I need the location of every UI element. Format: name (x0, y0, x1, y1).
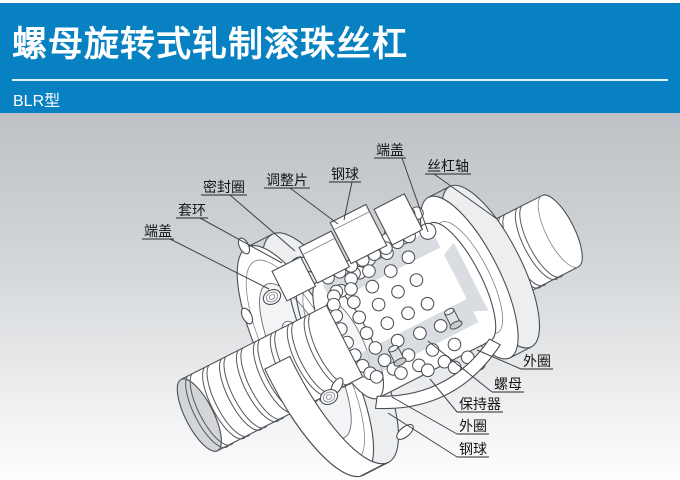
part-labels: 端盖 丝杠轴 钢球 调整片 密封圈 套环 (142, 142, 553, 458)
thread-line (308, 313, 353, 386)
thread-line (219, 358, 264, 431)
svg-text:端盖: 端盖 (376, 142, 404, 158)
steel-ball (344, 282, 358, 296)
steel-ball (413, 326, 427, 341)
end-cap-right-block (373, 193, 424, 246)
detail-features (237, 237, 463, 440)
thread-line (240, 347, 285, 420)
svg-text:钢球: 钢球 (459, 441, 487, 457)
part-label-waiquan-lower: 外圈 (457, 418, 489, 435)
part-label-gangqiu-top: 钢球 (329, 166, 361, 183)
leader-duangai-left (169, 238, 270, 290)
flange-bolt (319, 388, 339, 406)
steel-ball (359, 326, 374, 340)
leader-duangai-top (401, 157, 429, 233)
leader-gangqiu-top (343, 181, 353, 221)
part-label-gangqiu-bottom: 钢球 (457, 441, 489, 458)
svg-text:丝杠轴: 丝杠轴 (427, 158, 469, 174)
nut-lower-housing (374, 338, 502, 410)
part-label-taohuan: 套环 (176, 202, 208, 219)
part-label-mifengquan: 密封圈 (201, 179, 247, 196)
page-header: 螺母旋转式轧制滚珠丝杠 BLR型 (0, 0, 680, 113)
part-label-duangai-left: 端盖 (142, 223, 174, 240)
steel-ball (394, 366, 408, 380)
steel-ball (420, 363, 435, 378)
model-type-label: BLR型 (13, 93, 61, 110)
leader-taohuan (199, 217, 283, 264)
thread-line (223, 356, 268, 429)
steel-ball (368, 341, 383, 355)
leader-baochiqi (429, 378, 458, 413)
thread-line (185, 375, 230, 449)
thread-line (189, 373, 234, 446)
steel-ball (433, 319, 448, 333)
steel-ball (391, 284, 405, 299)
leader-gangqiu-bottom (387, 412, 458, 458)
steel-ball (352, 310, 367, 325)
adjustment-piece-block (298, 230, 351, 284)
leader-lines (169, 157, 522, 458)
svg-text:调整片: 调整片 (266, 172, 308, 188)
steel-ball (401, 250, 416, 265)
svg-text:外圈: 外圈 (459, 418, 487, 434)
page-title: 螺母旋转式轧制滚珠丝杠 (12, 25, 409, 64)
steel-ball (371, 297, 386, 312)
thread-line (236, 350, 281, 423)
thread-line (202, 367, 247, 440)
svg-text:密封圈: 密封圈 (203, 179, 245, 195)
leader-luomu (427, 340, 493, 393)
part-label-luomu: 螺母 (492, 376, 524, 393)
svg-text:螺母: 螺母 (494, 376, 522, 392)
thread-line (514, 208, 560, 281)
steel-ball (420, 296, 435, 311)
shaft-end-face (176, 378, 222, 452)
part-label-waiquan-right: 外圈 (521, 353, 553, 370)
leader-tiaozhengpian (289, 187, 339, 225)
steel-ball (390, 333, 405, 348)
svg-text:端盖: 端盖 (144, 223, 172, 239)
part-label-baochiqi: 保持器 (457, 396, 503, 413)
steel-ball (365, 279, 380, 294)
header-divider (12, 79, 668, 81)
leader-waiquan-right (476, 349, 522, 370)
svg-text:套环: 套环 (178, 202, 206, 218)
grease-nipple (444, 307, 463, 330)
flange-front-rim (264, 355, 386, 478)
leader-mifengquan (229, 194, 296, 252)
flange-bolt-hole (240, 307, 254, 325)
steel-ball (380, 316, 395, 331)
svg-text:外圈: 外圈 (523, 353, 551, 369)
part-label-tiaozhengpian: 调整片 (264, 172, 310, 189)
thread-line (206, 365, 251, 438)
grease-nipple (388, 344, 407, 367)
flange-slot-hole (396, 424, 414, 440)
end-cap-left-block (271, 256, 317, 302)
steel-ball (401, 306, 415, 321)
part-label-sigangzhou: 丝杠轴 (425, 158, 471, 175)
steel-ball (369, 370, 384, 384)
steel-ball (346, 295, 361, 309)
svg-text:钢球: 钢球 (331, 166, 359, 182)
assembly-drawing (176, 184, 583, 478)
leader-waiquan-lower (391, 396, 458, 435)
flange-bolt (262, 288, 282, 306)
thread-line (519, 205, 564, 278)
leader-sigangzhou (433, 173, 498, 220)
svg-text:保持器: 保持器 (459, 396, 501, 412)
steel-ball (409, 273, 424, 287)
steel-ball (447, 337, 462, 352)
part-label-duangai-top: 端盖 (374, 142, 406, 159)
steel-ball (383, 264, 398, 278)
